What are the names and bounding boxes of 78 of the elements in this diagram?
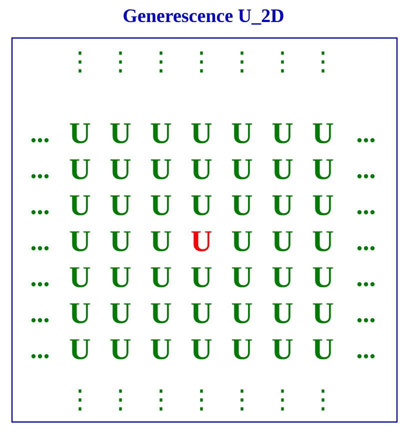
ellipsis: ... bbox=[357, 318, 375, 322]
vertical-ellipsis: ⋮ bbox=[160, 390, 162, 410]
vertical-ellipsis: ⋮ bbox=[322, 52, 324, 72]
letter: U bbox=[70, 123, 90, 144]
letter: U bbox=[70, 231, 90, 252]
letter: U bbox=[150, 267, 172, 288]
letter: U bbox=[110, 231, 131, 252]
ellipsis: ... bbox=[357, 354, 375, 358]
vertical-ellipsis: ⋮ bbox=[240, 390, 244, 410]
vertical-ellipsis: ⋮ bbox=[200, 390, 203, 410]
vertical-ellipsis: ⋮ bbox=[200, 52, 203, 72]
vertical-ellipsis: ⋮ bbox=[78, 52, 82, 72]
letter: U bbox=[70, 159, 90, 180]
vertical-ellipsis: ⋮ bbox=[78, 390, 82, 410]
letter: U bbox=[232, 159, 252, 180]
letter: U bbox=[272, 339, 293, 360]
ellipsis: ... bbox=[31, 282, 49, 286]
letter: U bbox=[272, 231, 293, 252]
ellipsis: ... bbox=[31, 318, 49, 322]
letter: U bbox=[312, 339, 334, 360]
letter: U bbox=[232, 231, 252, 252]
letter: U bbox=[70, 195, 90, 216]
letter: U bbox=[312, 195, 334, 216]
letter: U bbox=[191, 339, 212, 360]
letter: U bbox=[150, 159, 172, 180]
vertical-ellipsis: ⋮ bbox=[240, 52, 244, 72]
letter: U bbox=[272, 267, 293, 288]
letter: U bbox=[110, 267, 131, 288]
vertical-ellipsis: ⋮ bbox=[119, 390, 122, 410]
letter: U bbox=[312, 231, 334, 252]
letter: U bbox=[272, 303, 293, 324]
letter: U bbox=[70, 303, 90, 324]
letter: U bbox=[150, 231, 172, 252]
vertical-ellipsis: ⋮ bbox=[281, 390, 284, 410]
letter: U bbox=[191, 267, 212, 288]
ellipsis: ... bbox=[357, 282, 375, 286]
ellipsis: ... bbox=[357, 174, 375, 178]
letter: U bbox=[110, 303, 131, 324]
letter: U bbox=[232, 195, 252, 216]
letter: U bbox=[110, 123, 131, 144]
letter: U bbox=[70, 339, 90, 360]
letter: U bbox=[312, 123, 334, 144]
letter: U bbox=[232, 303, 252, 324]
letter: U bbox=[272, 123, 293, 144]
ellipsis: ... bbox=[31, 210, 49, 214]
letter: U bbox=[110, 339, 131, 360]
ellipsis: ... bbox=[357, 138, 375, 142]
letter: U bbox=[272, 195, 293, 216]
letter: U bbox=[232, 123, 252, 144]
vertical-ellipsis: ⋮ bbox=[322, 390, 324, 410]
vertical-ellipsis: ⋮ bbox=[160, 52, 162, 72]
letter: U bbox=[191, 195, 212, 216]
letter: U bbox=[191, 303, 212, 324]
ellipsis: ... bbox=[357, 246, 375, 250]
letter: U bbox=[70, 267, 90, 288]
letter: U bbox=[312, 303, 334, 324]
ellipsis: ... bbox=[31, 246, 49, 250]
letter: U bbox=[191, 123, 212, 144]
title: Generescence U_2D bbox=[124, 9, 284, 25]
letter: U bbox=[150, 303, 172, 324]
ellipsis: ... bbox=[31, 174, 49, 178]
letter: U bbox=[232, 267, 252, 288]
vertical-ellipsis: ⋮ bbox=[281, 52, 284, 72]
letter: U bbox=[150, 123, 172, 144]
ellipsis: ... bbox=[31, 138, 49, 142]
letter: U bbox=[232, 339, 252, 360]
letter: U bbox=[191, 231, 212, 252]
letter: U bbox=[312, 159, 334, 180]
letter: U bbox=[150, 339, 172, 360]
letter: U bbox=[150, 195, 172, 216]
letter: U bbox=[191, 159, 212, 180]
letter: U bbox=[110, 159, 131, 180]
ellipsis: ... bbox=[357, 210, 375, 214]
letter: U bbox=[312, 267, 334, 288]
letter: U bbox=[110, 195, 131, 216]
vertical-ellipsis: ⋮ bbox=[119, 52, 122, 72]
letter: U bbox=[272, 159, 293, 180]
ellipsis: ... bbox=[31, 354, 49, 358]
